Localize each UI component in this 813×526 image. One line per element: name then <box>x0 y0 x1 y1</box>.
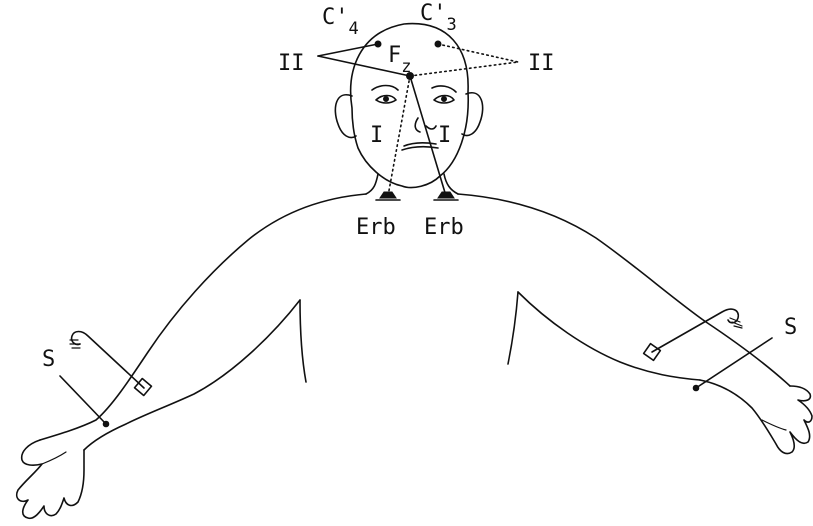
label-erb-left: Erb <box>356 215 396 240</box>
erb-electrode-right <box>434 192 458 200</box>
left-arm-lower-edge <box>84 300 300 450</box>
torso <box>40 174 790 450</box>
left-torso-side <box>300 300 306 382</box>
line-c3-ii-right <box>438 44 518 62</box>
right-stim-point <box>693 385 699 391</box>
head-outline <box>351 24 469 188</box>
left-thumb <box>42 452 66 464</box>
neck-left <box>366 174 378 194</box>
right-torso-side <box>508 292 518 364</box>
right-hand <box>700 380 812 454</box>
left-stim-point <box>103 421 109 427</box>
label-erb-right: Erb <box>424 215 464 240</box>
left-pupil <box>384 97 389 102</box>
right-pupil <box>442 97 447 102</box>
electrode-c3 <box>435 41 441 47</box>
right-stimulator <box>644 309 772 391</box>
left-hand <box>17 440 84 518</box>
label-ii-left: II <box>278 51 305 76</box>
electrode-c4 <box>375 41 381 47</box>
left-shoulder-arm-upper <box>40 194 366 440</box>
right-eyebrow <box>432 86 456 92</box>
label-c3: C'3 <box>420 1 457 35</box>
line-fz-erb-left <box>388 76 410 196</box>
left-s-pointer-line <box>60 376 106 424</box>
left-hand-outline <box>17 440 84 518</box>
neck-right <box>444 174 458 194</box>
line-c4-ii-left-upper <box>318 44 378 56</box>
erb-electrode-left <box>376 192 400 200</box>
label-i-right: I <box>438 123 451 148</box>
right-hand-outline <box>700 380 812 454</box>
left-stim-cable <box>72 332 144 389</box>
left-eyebrow <box>372 86 398 91</box>
label-ii-right: II <box>528 51 555 76</box>
label-s-right: S <box>784 315 797 340</box>
line-fz-ii-right <box>410 62 518 76</box>
right-stim-cable <box>652 309 738 352</box>
left-stimulator <box>60 332 151 427</box>
label-i-left: I <box>370 123 383 148</box>
label-c4: C'4 <box>322 5 359 39</box>
right-arm-lower-edge <box>518 292 700 380</box>
right-shoulder-arm-upper <box>458 194 790 386</box>
right-s-pointer-line <box>696 338 772 388</box>
label-s-left: S <box>42 347 55 372</box>
